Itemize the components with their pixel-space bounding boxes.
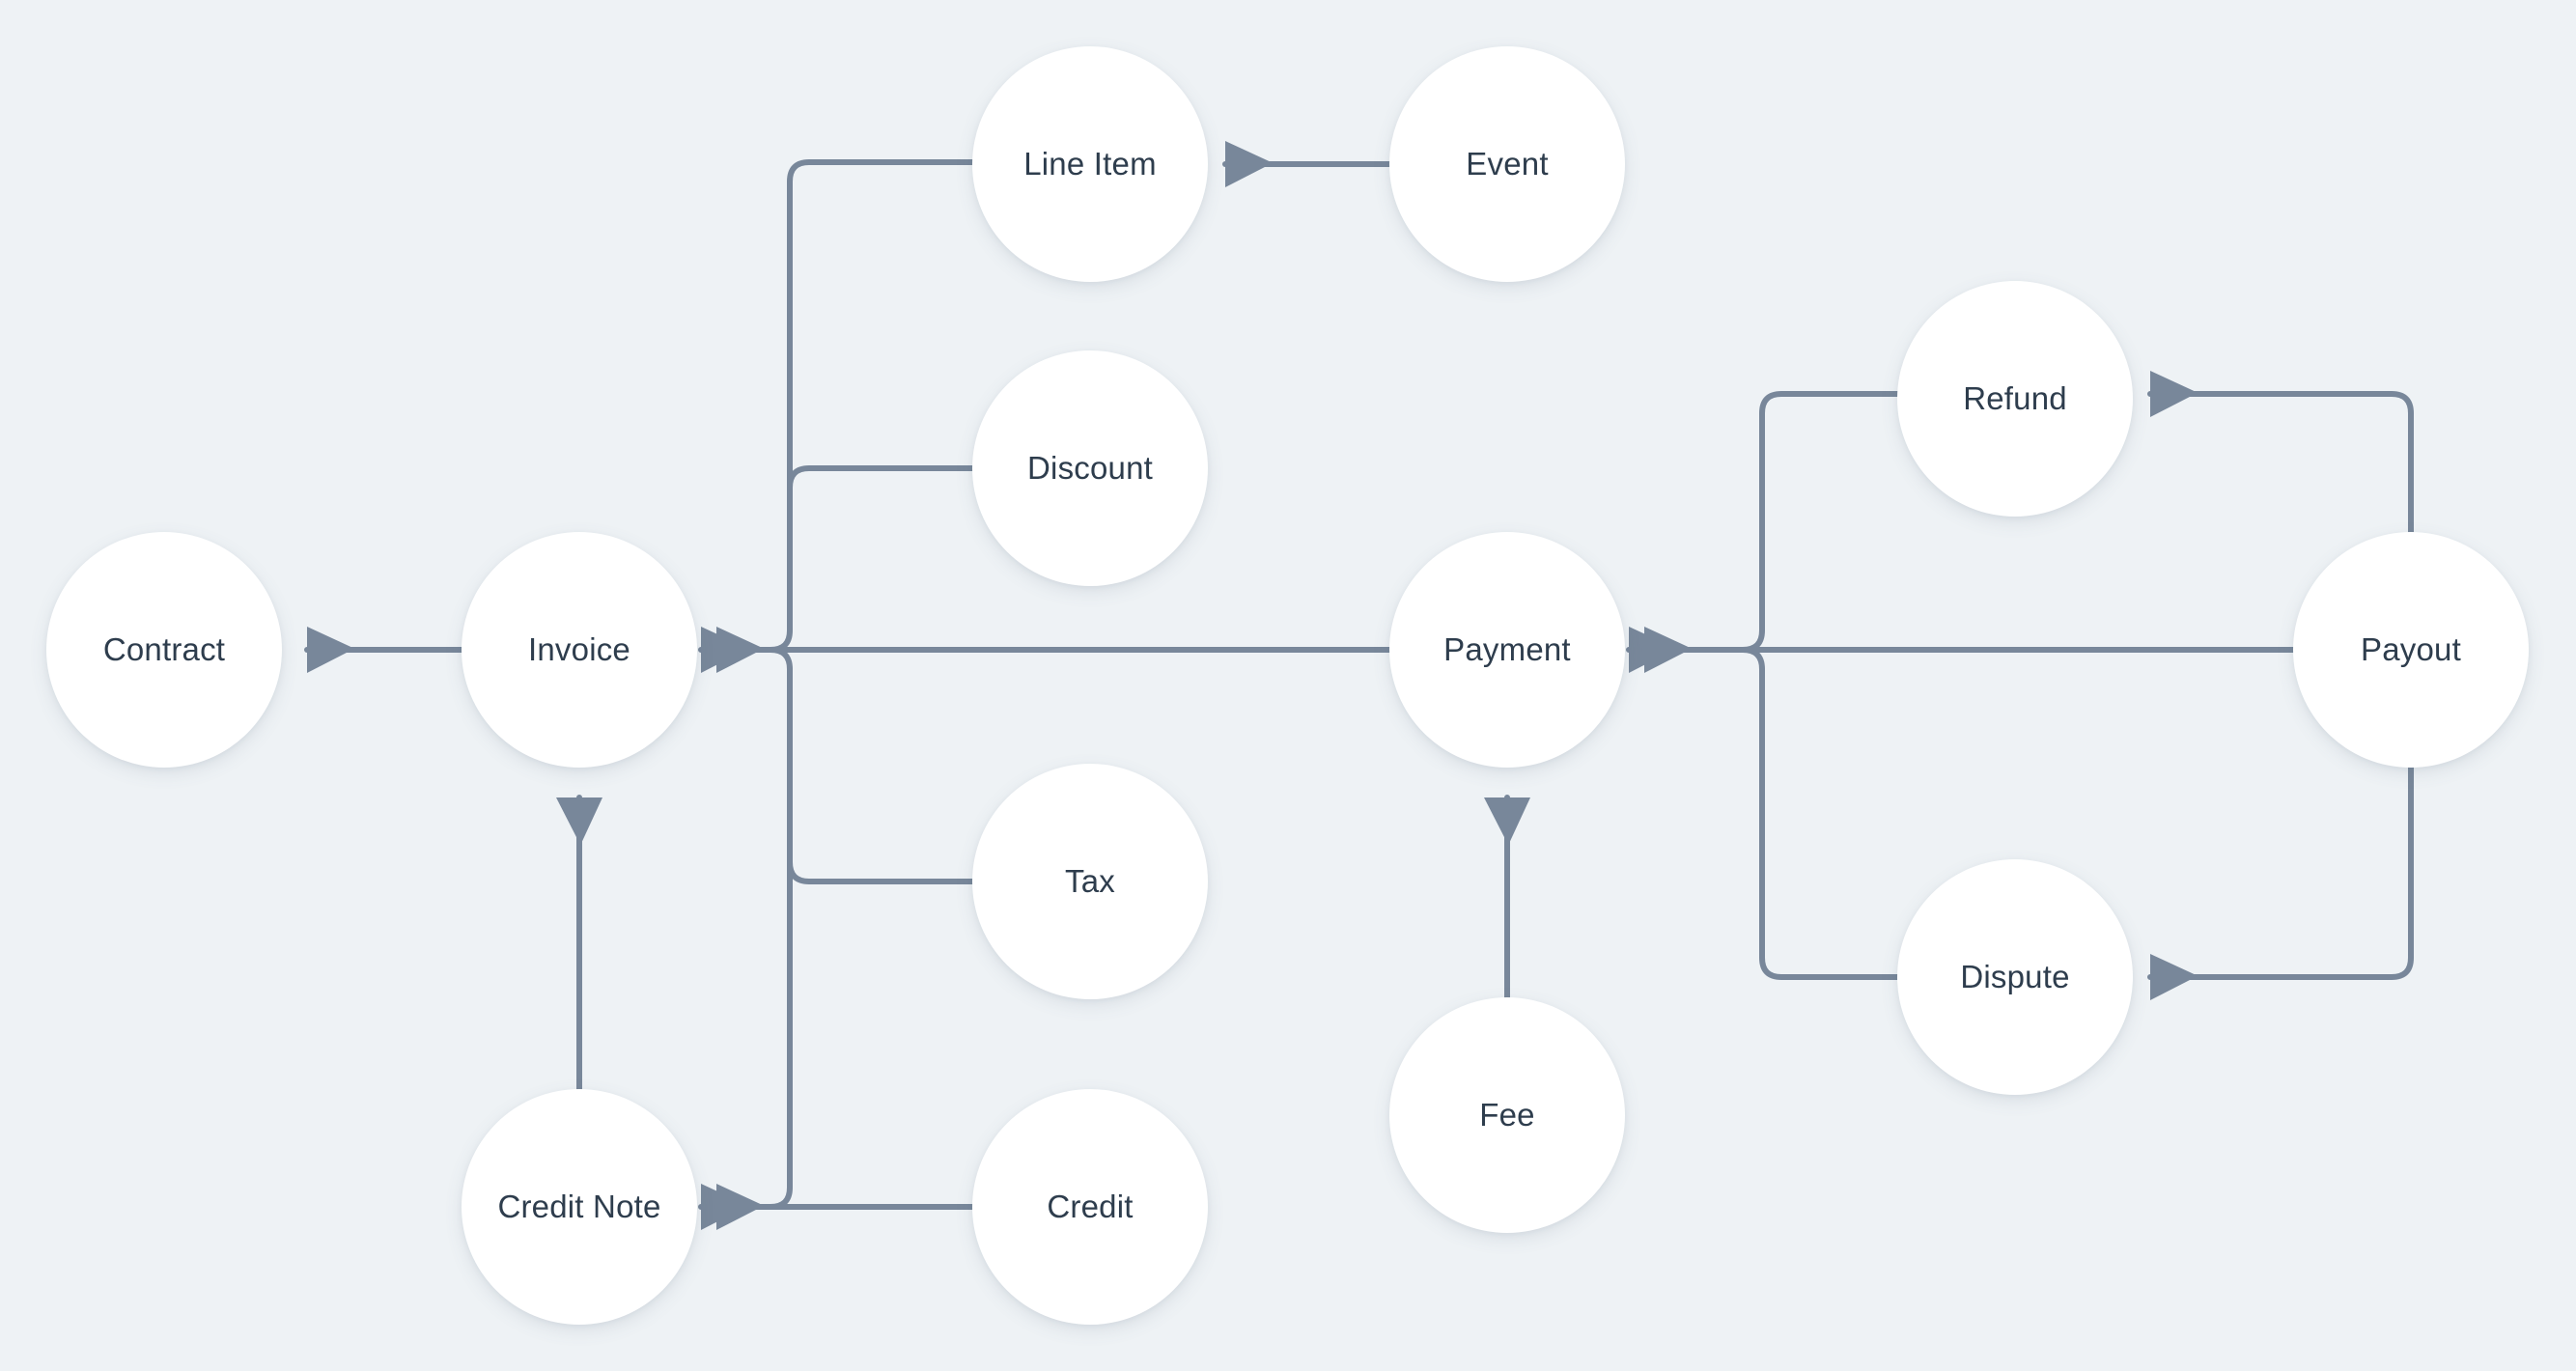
node-label-dispute: Dispute [1960, 959, 2070, 995]
node-label-credit-note: Credit Note [497, 1189, 661, 1225]
node-fee[interactable]: Fee [1389, 997, 1625, 1233]
edge-refund-payment [1626, 391, 1900, 673]
node-label-credit: Credit [1047, 1189, 1134, 1225]
edge-payout-dispute [2147, 765, 2414, 1000]
node-label-event: Event [1466, 146, 1549, 182]
node-payout[interactable]: Payout [2293, 532, 2529, 768]
edge-line-item-invoice [698, 159, 975, 673]
node-line-item[interactable]: Line Item [972, 46, 1208, 282]
edge-tax-invoice [768, 647, 975, 884]
node-credit[interactable]: Credit [972, 1089, 1208, 1325]
node-credit-note[interactable]: Credit Note [462, 1089, 697, 1325]
node-label-tax: Tax [1065, 863, 1115, 900]
node-label-payout: Payout [2361, 631, 2461, 668]
node-refund[interactable]: Refund [1897, 281, 2133, 517]
node-dispute[interactable]: Dispute [1897, 859, 2133, 1095]
node-label-discount: Discount [1027, 450, 1153, 487]
node-tax[interactable]: Tax [972, 764, 1208, 999]
node-payment[interactable]: Payment [1389, 532, 1625, 768]
node-event[interactable]: Event [1389, 46, 1625, 282]
node-contract[interactable]: Contract [46, 532, 282, 768]
edge-discount-invoice [787, 465, 975, 490]
node-discount[interactable]: Discount [972, 350, 1208, 586]
node-label-payment: Payment [1443, 631, 1571, 668]
node-label-fee: Fee [1479, 1097, 1535, 1133]
edge-payout-refund [2147, 371, 2414, 535]
node-label-invoice: Invoice [528, 631, 630, 668]
edge-bus-credit-note [698, 666, 793, 1230]
node-label-line-item: Line Item [1023, 146, 1157, 182]
node-label-contract: Contract [102, 631, 226, 668]
edge-dispute-payment [1740, 647, 1900, 980]
node-label-refund: Refund [1963, 380, 2067, 417]
node-invoice[interactable]: Invoice [462, 532, 697, 768]
